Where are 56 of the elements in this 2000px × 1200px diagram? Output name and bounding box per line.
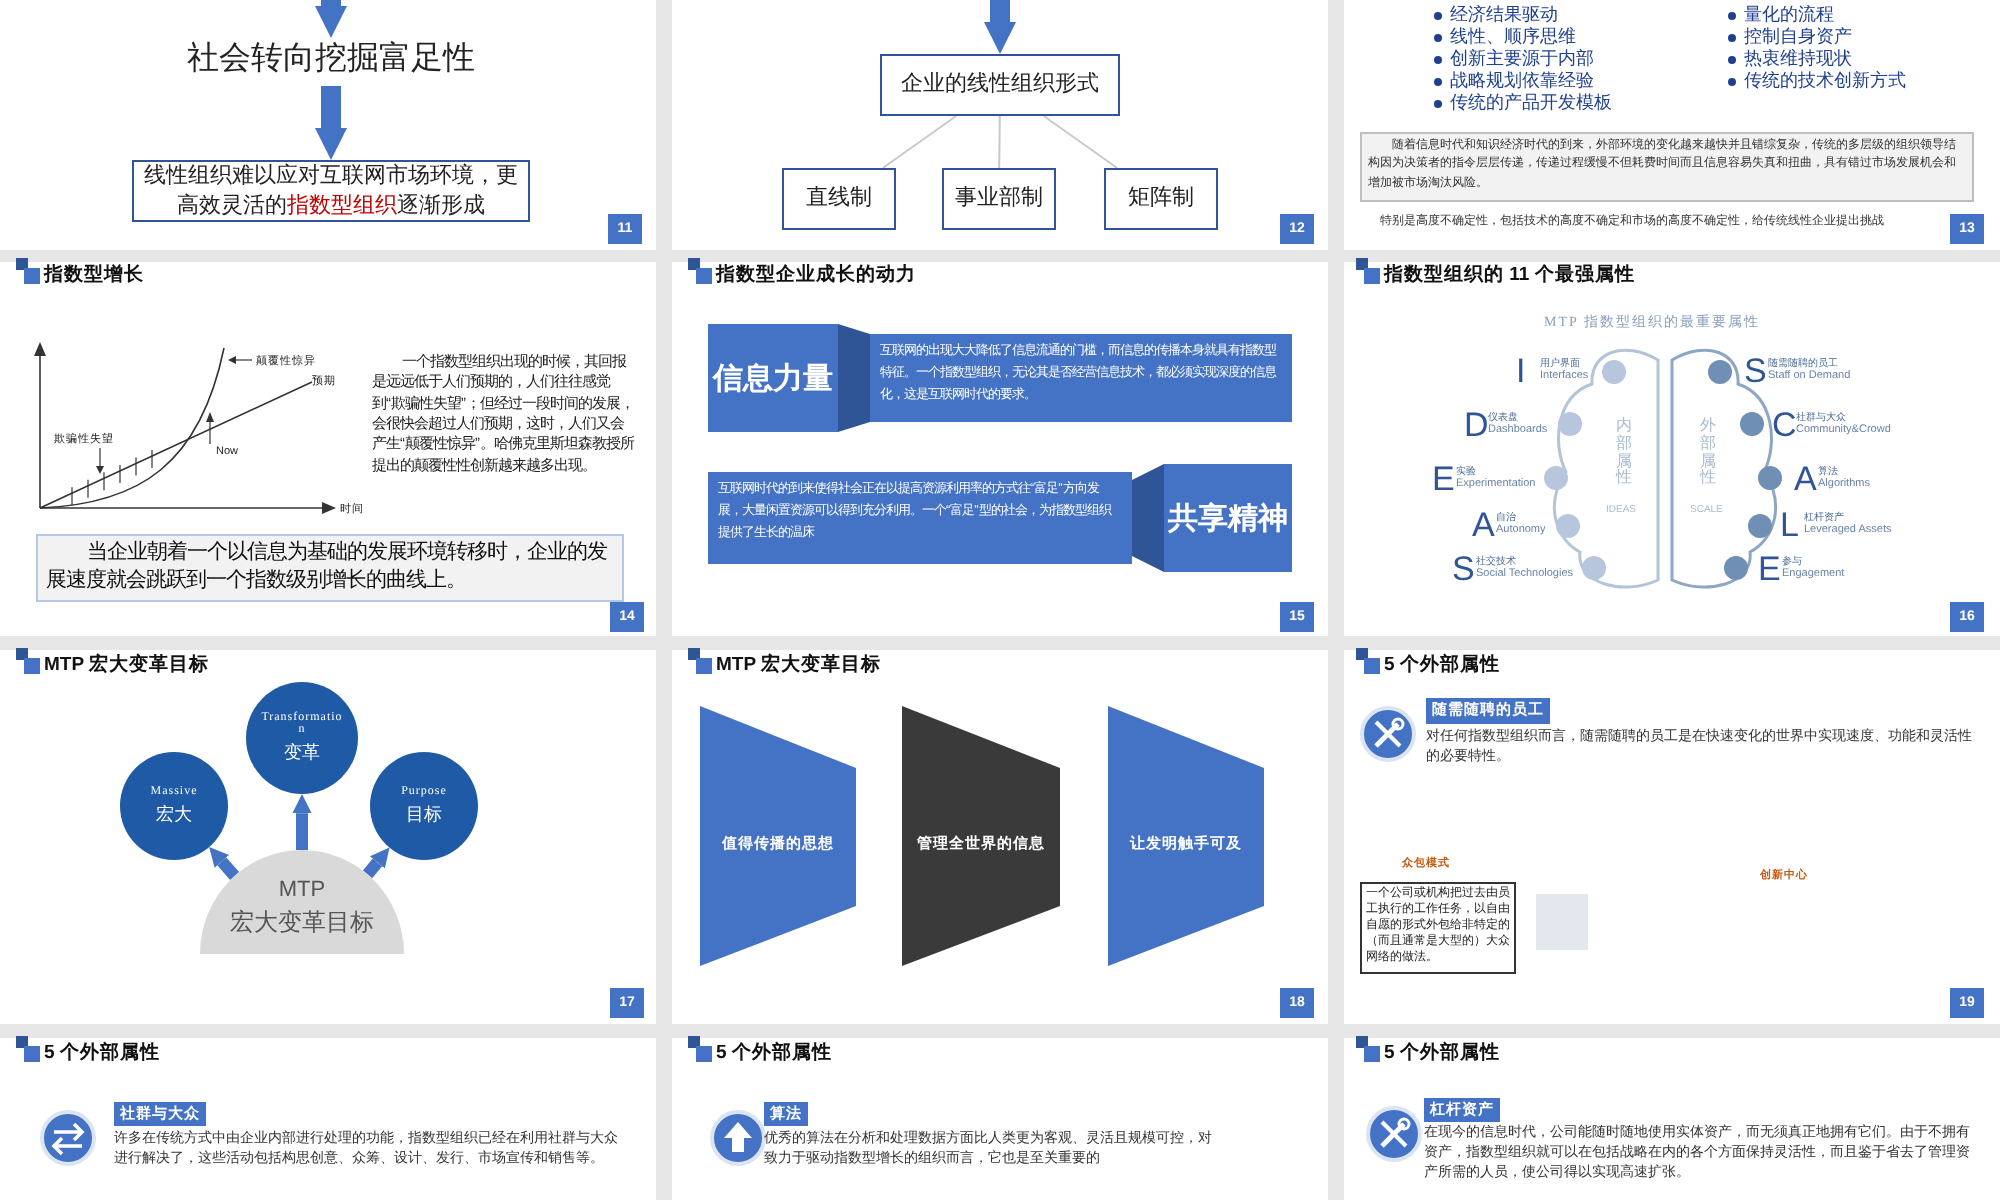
banner-block: 信息力量 — [708, 324, 838, 432]
attribute-letter: E — [1758, 552, 1781, 586]
bullet-item: 传统的技术创新方式 — [1726, 70, 1906, 92]
connector-line — [998, 115, 1001, 169]
slide-heading: 指数型组织的 11 个最强属性 — [1384, 262, 1635, 288]
dome-title: MTP — [278, 878, 326, 902]
banner-block: 共享精神 — [1164, 464, 1292, 572]
bullet-item: 传统的产品开发模板 — [1432, 92, 1612, 114]
bullet-item: 线性、顺序思维 — [1432, 26, 1576, 48]
text-box: 企业的线性组织形式 — [880, 54, 1120, 116]
attribute-letter: D — [1464, 408, 1489, 442]
arrow — [362, 847, 390, 879]
trapezoid-shape — [1108, 706, 1264, 966]
bullet-item: 创新主要源于内部 — [1432, 48, 1594, 70]
chinese-word: 目标 — [406, 801, 442, 827]
slide-heading: 指数型增长 — [44, 262, 144, 288]
arrow — [315, 0, 347, 38]
arrow — [315, 86, 347, 160]
slide-heading: 指数型企业成长的动力 — [716, 262, 916, 288]
chinese-word: 变革 — [284, 739, 320, 765]
arrow — [292, 794, 312, 850]
connector-line — [1042, 115, 1119, 169]
stage-text: 社会转向挖掘富足性 — [166, 38, 496, 86]
slide-heading: 5 个外部属性 — [1384, 652, 1500, 678]
attribute-letter: E — [1432, 462, 1455, 496]
vertical-label: 内部属性 — [1616, 418, 1634, 489]
bullet-item: 控制自身资产 — [1726, 26, 1852, 48]
text-box: 直线制 — [782, 168, 896, 230]
attribute-letter: A — [1794, 462, 1817, 496]
slide-heading: MTP 宏大变革目标 — [44, 652, 210, 678]
chinese-word: 宏大 — [156, 801, 192, 827]
bullet-item: 量化的流程 — [1726, 4, 1834, 26]
arrow — [984, 0, 1016, 54]
arrow — [209, 846, 240, 880]
attribute-letter: I — [1516, 354, 1526, 388]
trapezoid-shape — [902, 706, 1060, 966]
slide-heading: MTP 宏大变革目标 — [716, 652, 882, 678]
slide-heading: 5 个外部属性 — [44, 1040, 160, 1066]
note-box: 当企业朝着一个以信息为基础的发展环境转移时，企业的发展速度就会跳跃到一个指数级别增长的曲线上。 — [36, 534, 624, 602]
connector-line — [881, 115, 958, 169]
bullet-item: 热衷维持现状 — [1726, 48, 1852, 70]
attribute-letter: L — [1780, 508, 1799, 542]
attribute-letter: S — [1452, 552, 1475, 586]
attribute-letter: A — [1472, 508, 1495, 542]
vertical-label: 外部属性 — [1700, 418, 1718, 489]
bullet-item: 经济结果驱动 — [1432, 4, 1558, 26]
slide-heading: 5 个外部属性 — [716, 1040, 832, 1066]
text-box: 矩阵制 — [1104, 168, 1218, 230]
attribute-letter: C — [1772, 408, 1797, 442]
attribute-letter: S — [1744, 354, 1767, 388]
trapezoid-shape — [700, 706, 856, 966]
bullet-item: 战略规划依靠经验 — [1432, 70, 1594, 92]
text-box: 线性组织难以应对互联网市场环境，更高效灵活的指数型组织逐渐形成 — [132, 160, 530, 222]
slide-heading: 5 个外部属性 — [1384, 1040, 1500, 1066]
text-box: 事业部制 — [942, 168, 1056, 230]
dome-subtitle: 宏大变革目标 — [230, 906, 374, 940]
